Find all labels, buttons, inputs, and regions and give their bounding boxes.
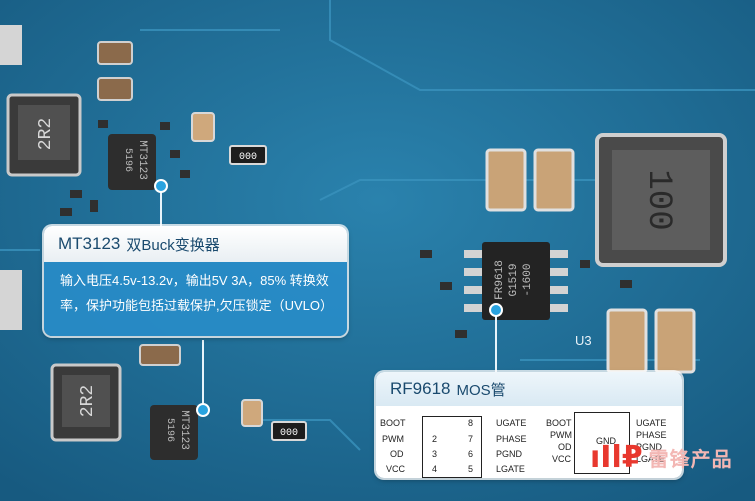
pin-number: 4 [432, 464, 438, 474]
pin-label: BOOT [546, 418, 572, 428]
callout-rf9618: RF9618 MOS管 BOOT PWM OD VCC 2 3 4 8 7 6 … [376, 372, 682, 478]
pin-number: 7 [468, 434, 474, 444]
svg-text:100: 100 [639, 169, 677, 230]
pin-label: PGND [636, 442, 663, 452]
svg-text:MT3123: MT3123 [136, 140, 148, 180]
callout-mt3123-header: MT3123 双Buck变换器 [44, 226, 347, 262]
svg-text:5196: 5196 [122, 148, 133, 172]
svg-text:MT3123: MT3123 [178, 410, 190, 450]
callout-rf9618-header: RF9618 MOS管 [376, 372, 682, 406]
leiphone-logo-icon: ıIl₽ [590, 440, 643, 475]
pin-label: PHASE [636, 430, 667, 440]
svg-text:-1600: -1600 [522, 263, 534, 296]
pin-label: OD [558, 442, 572, 452]
pin-label: UGATE [636, 418, 667, 428]
svg-text:000: 000 [239, 152, 257, 163]
pin-number: 3 [432, 449, 438, 459]
pin-label: BOOT [380, 418, 406, 428]
pin-label: PGND [496, 449, 523, 459]
pin-label: PWM [550, 430, 572, 440]
watermark-text: 雷锋产品 [648, 449, 733, 471]
pin-number: 6 [468, 449, 474, 459]
pin-label: LGATE [496, 464, 525, 474]
pin-label: VCC [552, 454, 572, 464]
svg-text:FR9618: FR9618 [494, 260, 506, 300]
svg-text:2R2: 2R2 [36, 118, 56, 150]
pin-label: PWM [382, 434, 404, 444]
callout-mt3123-body: 输入电压4.5v-13.2v，输出5V 3A，85% 转换效 率，保护功能包括过… [44, 262, 347, 336]
svg-text:2R2: 2R2 [78, 385, 98, 417]
callout-mt3123: MT3123 双Buck变换器 输入电压4.5v-13.2v，输出5V 3A，8… [44, 226, 347, 336]
pin-label: OD [390, 449, 404, 459]
ic-package-right [574, 412, 630, 474]
callout-mt3123-line1: 输入电压4.5v-13.2v，输出5V 3A，85% 转换效 [60, 273, 329, 288]
pin-number: 2 [432, 434, 438, 444]
inductor-top: 2R2 [6, 93, 82, 177]
pin-number: 5 [468, 464, 474, 474]
callout-mt3123-part: MT3123 [58, 234, 121, 253]
gnd-label: GND [596, 436, 616, 446]
svg-text:G1519: G1519 [508, 263, 520, 296]
pinout-diagram: BOOT PWM OD VCC 2 3 4 8 7 6 5 UGATE PHAS… [376, 406, 682, 478]
pin-label: UGATE [496, 418, 527, 428]
svg-text:000: 000 [280, 428, 298, 439]
pin-label: PHASE [496, 434, 527, 444]
watermark-logo: ıIl₽ 雷锋产品 [590, 440, 733, 475]
u3-label: U3 [575, 333, 592, 348]
callout-rf9618-desc: MOS管 [456, 381, 506, 399]
pin-label: VCC [386, 464, 406, 474]
callout-rf9618-part: RF9618 [390, 379, 451, 398]
pin-number: 8 [468, 418, 474, 428]
svg-text:5196: 5196 [164, 418, 175, 442]
callout-mt3123-line2: 率，保护功能包括过载保护,欠压锁定（UVLO） [60, 298, 334, 313]
callout-mt3123-desc: 双Buck变换器 [126, 236, 220, 254]
ic-package-left [422, 416, 482, 478]
pin-label: LGATE [636, 454, 665, 464]
